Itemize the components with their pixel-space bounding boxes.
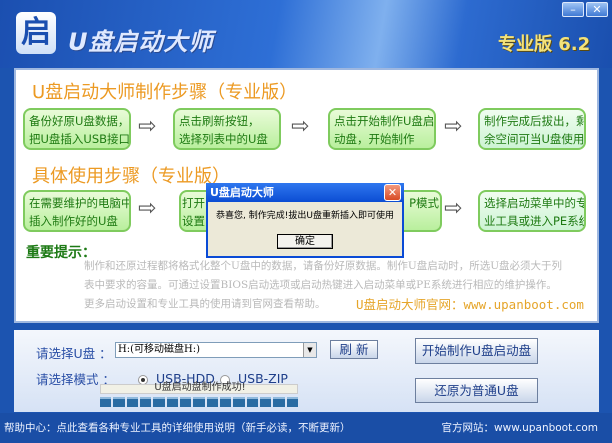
start-button[interactable]: 开始制作U盘启动盘 (415, 338, 538, 364)
mode-label: 请选择模式 ： (36, 372, 115, 387)
success-dialog: U盘启动大师 ✕ 恭喜您, 制作完成!拔出U盘重新插入即可使用 确定 (206, 183, 404, 258)
status-bar: U盘启动盘制作成功! (100, 382, 298, 394)
make-step-3: 点击开始制作U盘启动盘，开始制作 (328, 108, 436, 150)
arrow-icon: ⇨ (138, 114, 157, 139)
progress-segment (153, 397, 165, 407)
minimize-button[interactable]: – (562, 2, 584, 17)
dialog-title: U盘启动大师 (206, 183, 404, 202)
progress-segment (219, 397, 232, 407)
footer: 帮助中心：点此查看各种专业工具的详细使用说明（新手必读，不断更新） 官方网站：w… (0, 413, 612, 443)
make-steps-title: U盘启动大师制作步骤（专业版） (32, 82, 298, 103)
help-center-link[interactable]: 帮助中心：点此查看各种专业工具的详细使用说明（新手必读，不断更新） (4, 422, 351, 434)
chevron-down-icon[interactable]: ▼ (303, 343, 316, 357)
restore-button[interactable]: 还原为普通U盘 (415, 378, 538, 403)
progress-bar (100, 397, 298, 407)
official-site-link[interactable]: U盘启动大师官网：www.upanboot.com (356, 297, 584, 312)
progress-segment (139, 397, 152, 407)
close-button[interactable]: ✕ (586, 2, 608, 17)
refresh-button[interactable]: 刷 新 (330, 340, 378, 359)
drive-select-value: H:(可移动磁盘H:) (118, 344, 200, 355)
arrow-icon: ⇨ (138, 196, 157, 221)
hint-line: 更多启动设置和专业工具的使用请到官网查看帮助。 (84, 298, 326, 310)
use-step-4: 选择启动菜单中的专业工具或进入PE系统 (478, 190, 586, 232)
dialog-close-button[interactable]: ✕ (384, 184, 401, 201)
version-label: 专业版 6.2 (498, 34, 591, 55)
drive-select[interactable]: H:(可移动磁盘H:) ▼ (115, 342, 317, 358)
drive-label: 请选择U盘 ： (36, 346, 112, 361)
make-step-2: 点击刷新按钮，选择列表中的U盘 (173, 108, 281, 150)
make-step-1: 备份好原U盘数据，把U盘插入USB接口 (23, 108, 131, 150)
make-step-4: 制作完成后拔出，剩余空间可当U盘使用 (478, 108, 586, 150)
app-logo: 启 (16, 12, 56, 54)
title-bar: 启 U盘启动大师 专业版 6.2 – ✕ (0, 0, 612, 68)
progress-segment (126, 397, 138, 407)
footer-site-link[interactable]: 官方网站：www.upanboot.com (441, 422, 598, 434)
hint-line: 表中要求的容量。可通过设置BIOS启动选项或启动热键进入启动菜单或PE系统进行相… (84, 279, 557, 291)
instructions-panel: U盘启动大师制作步骤（专业版） 备份好原U盘数据，把U盘插入USB接口 ⇨ 点击… (14, 68, 599, 323)
hint-line: 制作和还原过程都将格式化整个U盘中的数据，请备份好原数据。制作U盘启动时，所选U… (84, 260, 563, 272)
hint-title: 重要提示： (26, 245, 96, 261)
arrow-icon: ⇨ (291, 114, 310, 139)
progress-segment (259, 397, 272, 407)
progress-segment (286, 397, 298, 407)
progress-segment (273, 397, 285, 407)
dialog-ok-button[interactable]: 确定 (277, 234, 333, 249)
progress-segment (233, 397, 245, 407)
progress-segment (100, 397, 112, 407)
status-text: U盘启动盘制作成功! (154, 382, 246, 393)
progress-segment (166, 397, 178, 407)
progress-segment (113, 397, 125, 407)
control-panel: 请选择U盘 ： H:(可移动磁盘H:) ▼ 刷 新 开始制作U盘启动盘 请选择模… (14, 330, 599, 412)
progress-segment (193, 397, 205, 407)
progress-segment (206, 397, 218, 407)
app-title: U盘启动大师 (68, 28, 214, 56)
use-step-1: 在需要维护的电脑中插入制作好的U盘 (23, 190, 131, 232)
dialog-message: 恭喜您, 制作完成!拔出U盘重新插入即可使用 (216, 211, 394, 221)
use-steps-title: 具体使用步骤（专业版） (32, 166, 230, 187)
arrow-icon: ⇨ (444, 196, 463, 221)
arrow-icon: ⇨ (444, 114, 463, 139)
progress-segment (179, 397, 192, 407)
progress-segment (246, 397, 258, 407)
